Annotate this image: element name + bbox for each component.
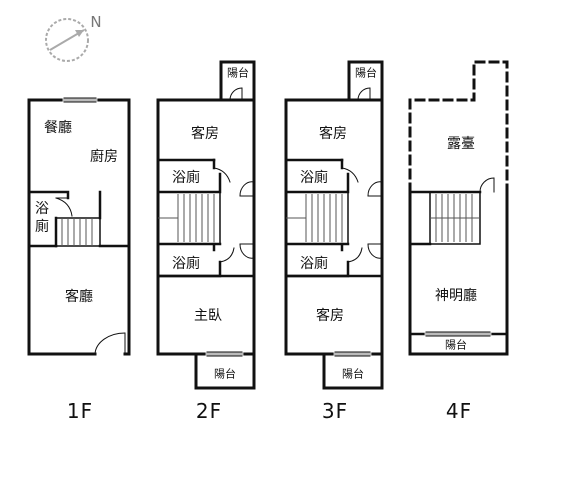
- floor-label-2f: 2F: [195, 399, 223, 423]
- room-guest-2f: 客房: [191, 126, 219, 142]
- room-balcony-bottom-2f: 陽台: [214, 367, 236, 381]
- room-dining-1f: 餐廳: [44, 120, 72, 136]
- floor-label-4f: 4F: [445, 399, 473, 423]
- compass-icon: [45, 18, 89, 62]
- room-balcony-top-3f: 陽台: [355, 66, 377, 80]
- compass-north-label: N: [90, 13, 102, 31]
- room-guest-upper-3f: 客房: [319, 126, 347, 142]
- floor-2f: [156, 60, 256, 390]
- room-balcony-bottom-3f: 陽台: [342, 367, 364, 381]
- room-bath-lower-2f: 浴廁: [172, 256, 200, 272]
- room-bath-lower-3f: 浴廁: [300, 256, 328, 272]
- stairs-1f: [61, 218, 93, 246]
- floor-label-3f: 3F: [321, 399, 349, 423]
- room-balcony-top-2f: 陽台: [227, 66, 249, 80]
- room-terrace-4f: 露臺: [447, 136, 475, 152]
- stairs-4f: [430, 194, 480, 242]
- room-shrine-hall-4f: 神明廳: [435, 288, 477, 304]
- floor-4f: [408, 60, 509, 356]
- room-balcony-4f: 陽台: [445, 338, 467, 352]
- room-kitchen-1f: 廚房: [90, 149, 118, 165]
- floor-1f: [27, 97, 131, 356]
- room-bath-upper-2f: 浴廁: [172, 170, 200, 186]
- floor-label-1f: 1F: [66, 399, 94, 423]
- room-bath-1f: 浴廁: [35, 201, 49, 235]
- room-guest-lower-3f: 客房: [316, 308, 344, 324]
- room-living-1f: 客廳: [65, 289, 93, 305]
- floor-3f: [284, 60, 384, 390]
- room-bath-upper-3f: 浴廁: [300, 170, 328, 186]
- stairs-3f: [286, 194, 343, 242]
- room-master-bedroom-2f: 主臥: [194, 308, 222, 324]
- stairs-2f: [158, 194, 215, 242]
